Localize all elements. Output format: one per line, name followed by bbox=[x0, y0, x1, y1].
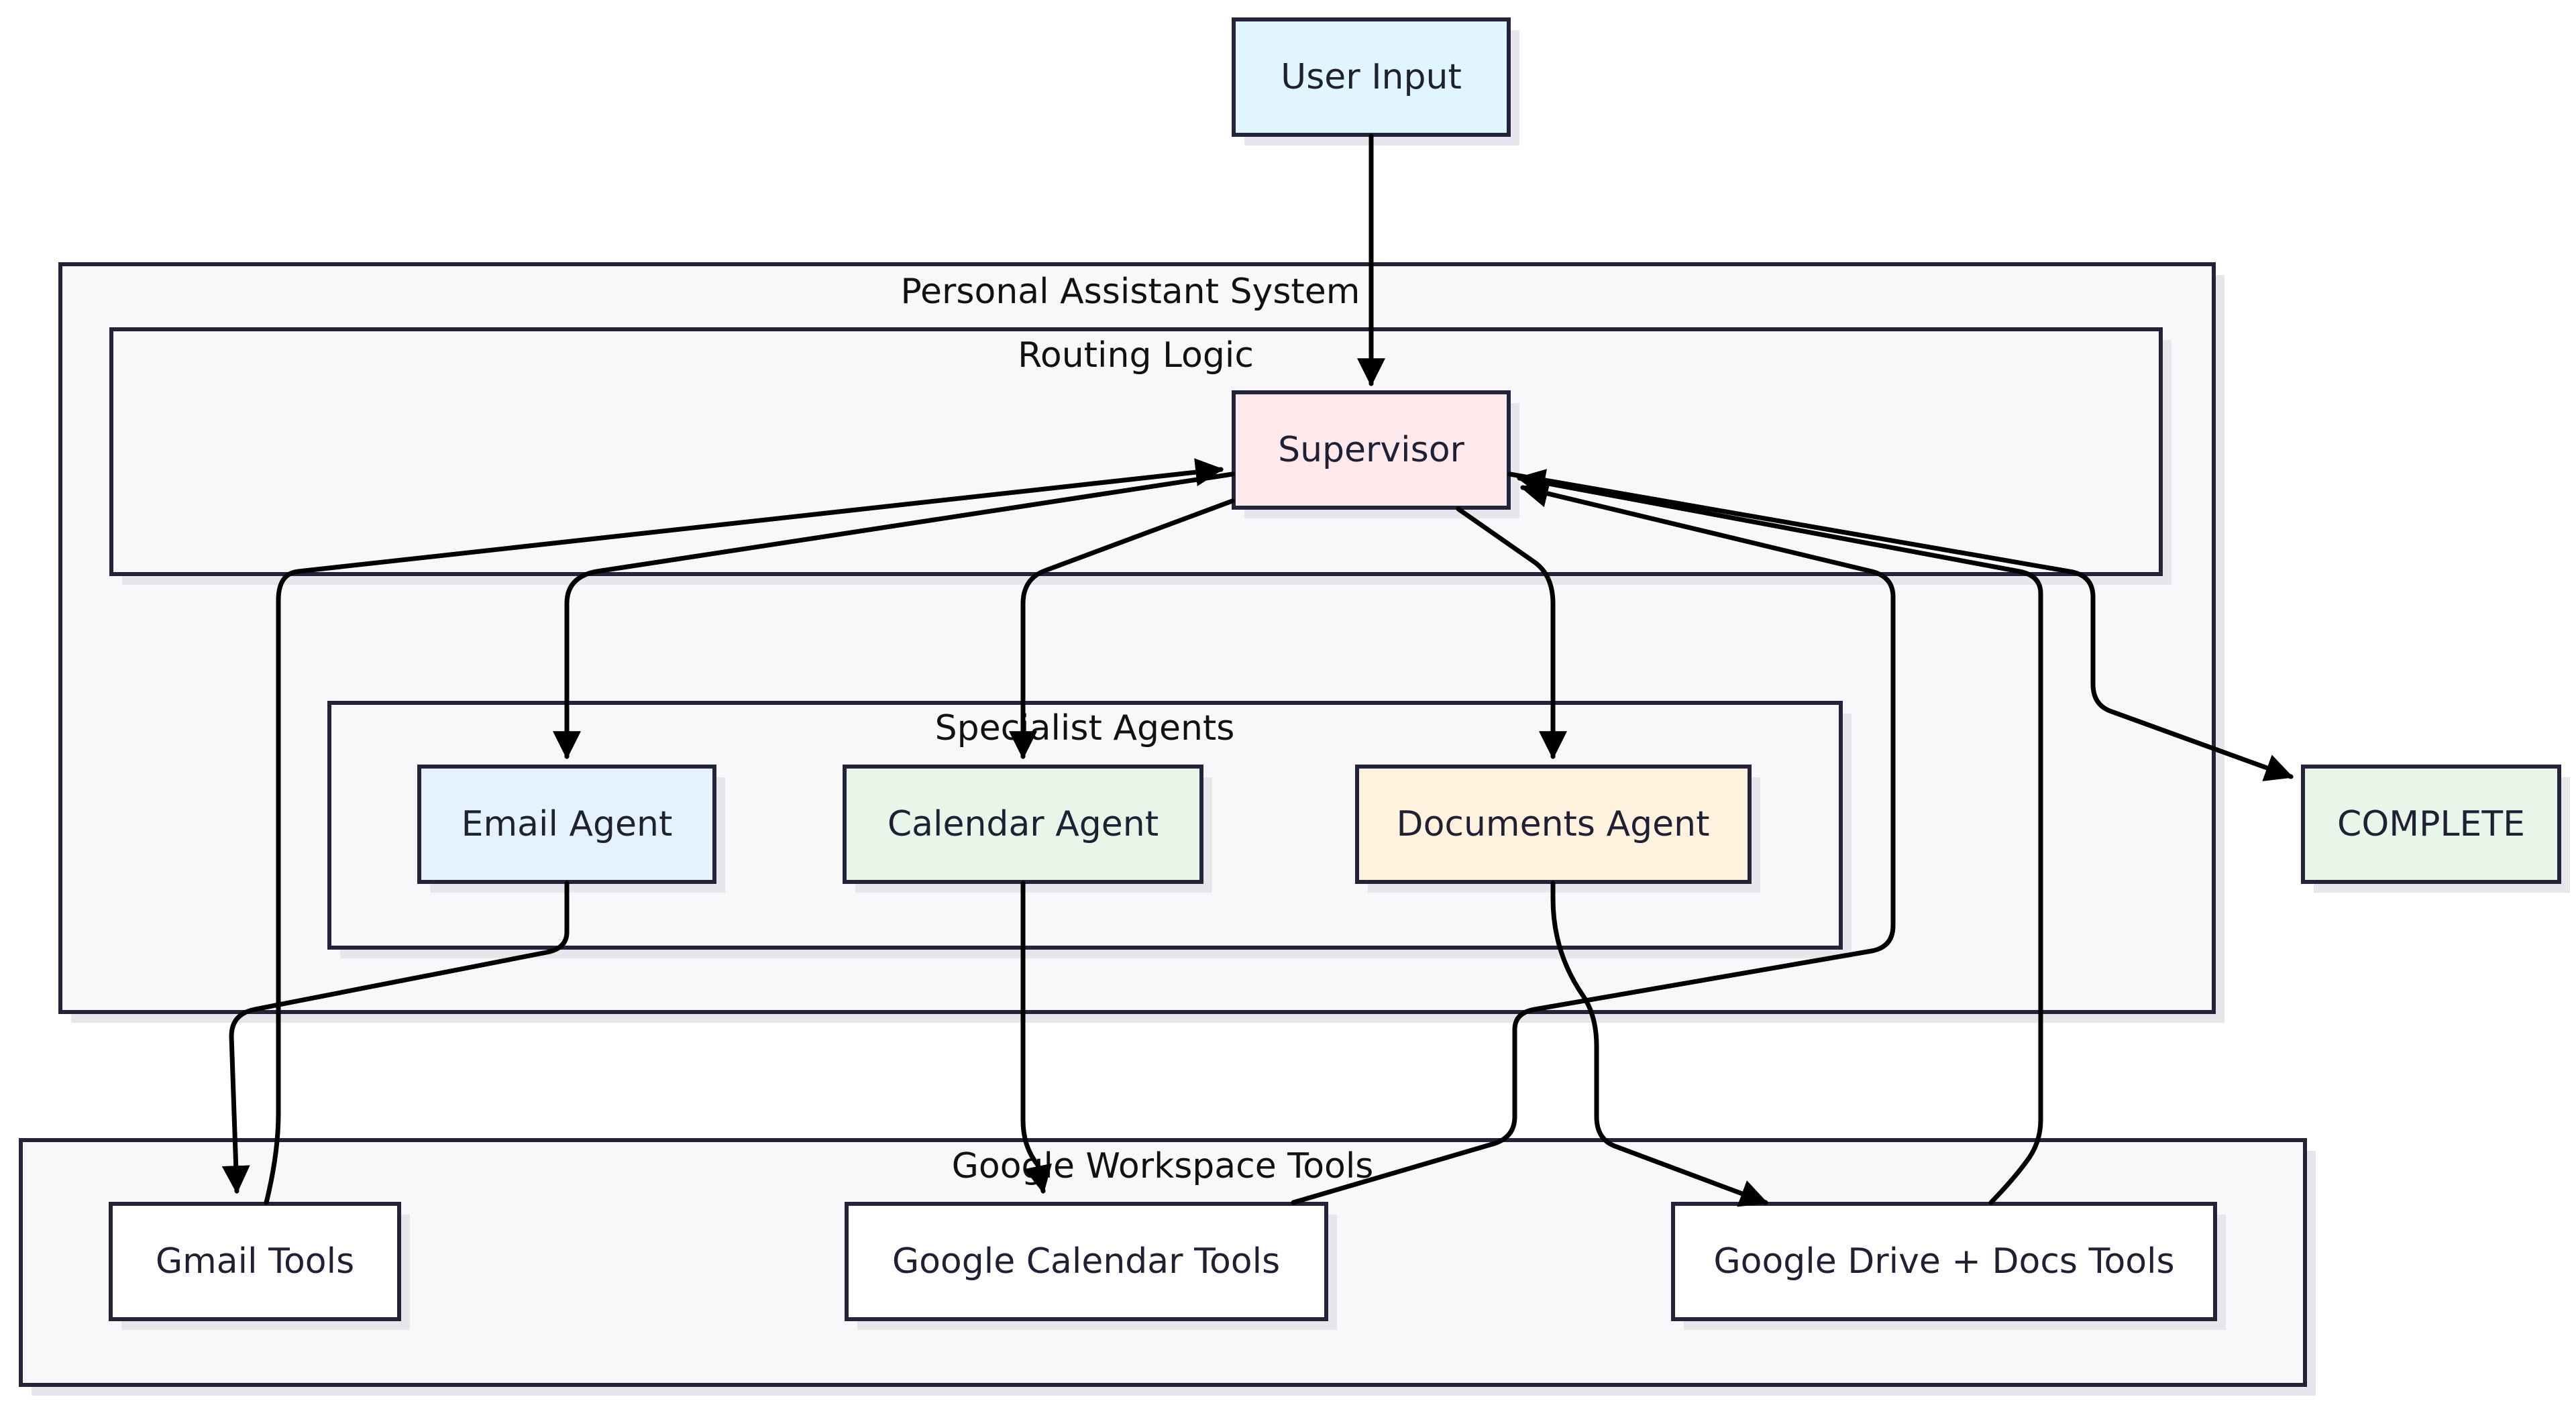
group-label-tools: Google Workspace Tools bbox=[952, 1146, 1374, 1186]
node-google-drive-docs-tools-box bbox=[1671, 1202, 2217, 1321]
node-google-drive-docs-tools: Google Drive + Docs Tools bbox=[1671, 1202, 2226, 1330]
node-documents-agent-box bbox=[1355, 765, 1752, 884]
group-label-system: Personal Assistant System bbox=[901, 272, 1360, 312]
node-documents-agent-label: Documents Agent bbox=[1397, 804, 1710, 844]
node-supervisor: Supervisor bbox=[1232, 390, 1519, 518]
edge-supervisor-to-email-agent bbox=[553, 471, 1235, 760]
group-label-routing: Routing Logic bbox=[1018, 335, 1254, 376]
node-complete: COMPLETE bbox=[2301, 765, 2570, 893]
node-supervisor-box bbox=[1232, 390, 1511, 510]
node-google-calendar-tools: Google Calendar Tools bbox=[845, 1202, 1337, 1330]
node-calendar-agent-box bbox=[843, 765, 1203, 884]
edge-gmail-tools-to-supervisor bbox=[264, 458, 1224, 1205]
group-routing-logic: Routing Logic bbox=[109, 327, 2171, 585]
node-user-input: User Input bbox=[1232, 17, 1519, 146]
edge-google-drive-docs-tools-to-supervisor bbox=[1516, 469, 2043, 1205]
edge-email-agent-to-gmail-tools bbox=[221, 881, 570, 1194]
node-google-drive-docs-tools-label: Google Drive + Docs Tools bbox=[1713, 1241, 2174, 1282]
node-calendar-agent-label: Calendar Agent bbox=[888, 804, 1159, 844]
node-documents-agent: Documents Agent bbox=[1355, 765, 1760, 893]
node-complete-box bbox=[2301, 765, 2561, 884]
node-email-agent-label: Email Agent bbox=[462, 804, 673, 844]
edge-documents-agent-to-google-drive-docs-tools bbox=[1550, 881, 1768, 1207]
node-gmail-tools: Gmail Tools bbox=[109, 1202, 410, 1330]
node-google-calendar-tools-box bbox=[845, 1202, 1328, 1321]
node-user-input-label: User Input bbox=[1281, 57, 1462, 97]
node-email-agent: Email Agent bbox=[417, 765, 725, 893]
node-gmail-tools-label: Gmail Tools bbox=[156, 1241, 354, 1282]
edge-calendar-agent-to-google-calendar-tools bbox=[1020, 881, 1052, 1194]
edge-supervisor-to-complete bbox=[1507, 471, 2294, 781]
node-supervisor-label: Supervisor bbox=[1278, 430, 1464, 470]
group-label-specialists: Specialist Agents bbox=[935, 708, 1235, 748]
node-calendar-agent: Calendar Agent bbox=[843, 765, 1212, 893]
node-gmail-tools-box bbox=[109, 1202, 401, 1321]
node-google-calendar-tools-label: Google Calendar Tools bbox=[892, 1241, 1280, 1282]
node-complete-label: COMPLETE bbox=[2337, 804, 2525, 844]
node-user-input-box bbox=[1232, 17, 1511, 137]
edge-supervisor-to-calendar-agent bbox=[1009, 498, 1235, 760]
edge-supervisor-to-documents-agent bbox=[1456, 506, 1567, 760]
edge-google-calendar-tools-to-supervisor bbox=[1291, 480, 1896, 1205]
